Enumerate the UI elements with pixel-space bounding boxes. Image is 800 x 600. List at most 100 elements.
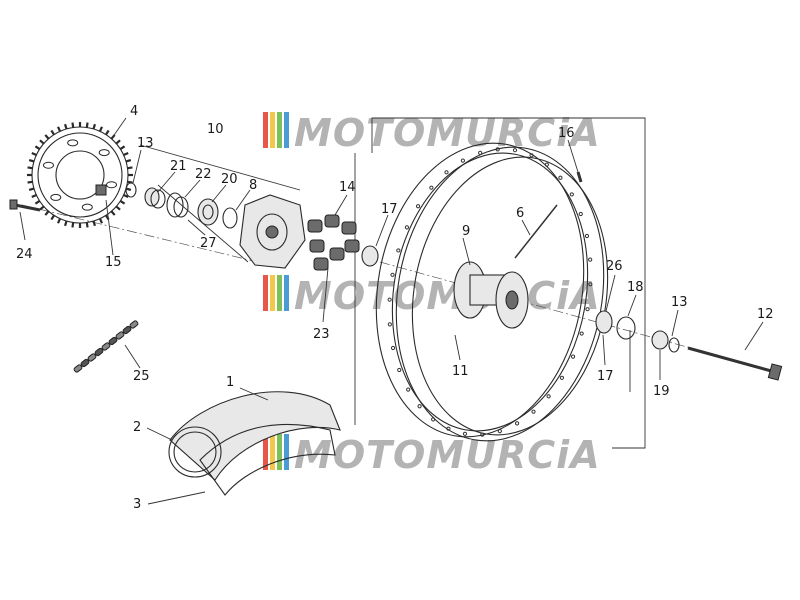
sprocket-tooth: [123, 151, 129, 157]
sprocket-tooth: [85, 122, 89, 128]
seal-icon: [616, 316, 636, 340]
leader-25: [124, 344, 141, 369]
callout-10: 10: [207, 122, 224, 137]
spoke-hole: [570, 354, 576, 359]
sprocket-tooth: [125, 187, 132, 191]
leader-24: [19, 211, 26, 241]
leader-13a: [132, 149, 142, 184]
leader-8: [235, 189, 251, 211]
sprocket-tooth: [119, 200, 126, 205]
watermark-stripe: [284, 275, 289, 311]
sprocket-tooth: [31, 193, 37, 199]
sprocket-tooth: [119, 145, 126, 150]
chain-link: [108, 336, 118, 346]
leader-12: [744, 321, 764, 351]
leader-17b: [602, 334, 606, 366]
spoke-hole: [429, 185, 434, 190]
leader-27: [187, 219, 206, 236]
spoke-hole: [397, 367, 402, 373]
spoke-hole: [404, 225, 410, 230]
rubber-5: [329, 247, 345, 261]
spoke-hole: [559, 375, 565, 380]
callout-26: 26: [606, 259, 623, 274]
spoke-hole: [390, 345, 396, 351]
callout-21: 21: [170, 159, 187, 174]
spoke-hole: [446, 426, 451, 431]
spoke-hole: [415, 204, 421, 209]
callout-4: 4: [130, 104, 138, 119]
sprocket-tooth: [105, 129, 110, 136]
watermark-stripe: [277, 275, 282, 311]
sprocket-tooth: [115, 139, 121, 145]
spoke-hole: [406, 387, 411, 392]
callout-13: 13: [137, 136, 154, 151]
sprocket-tooth: [44, 134, 50, 140]
sprocket-tooth: [28, 187, 35, 191]
axle-head: [767, 363, 783, 381]
washer-icon: [668, 337, 680, 353]
sprocket-slot: [81, 203, 93, 211]
sprocket-tooth: [27, 180, 33, 184]
sprocket-carrier-icon: [239, 194, 306, 269]
sprocket-outer: [31, 126, 129, 224]
spoke-hole: [531, 409, 536, 414]
chain-link: [122, 325, 132, 335]
spoke-hole: [579, 331, 584, 336]
chain-link: [129, 320, 139, 329]
hub-bore: [505, 290, 519, 310]
watermark-stripe: [263, 275, 268, 311]
callout-8: 8: [249, 178, 257, 193]
callout-labels: 4 13 10 21 22 20 8 27 15 24 14 23 17 9 6…: [16, 104, 774, 512]
tire-outer: [169, 391, 341, 481]
centerline-left: [21, 204, 271, 266]
sprocket-tooth: [39, 139, 45, 145]
rubber-7: [344, 239, 360, 253]
chain-link: [73, 364, 83, 373]
sprocket-tooth: [50, 129, 55, 136]
rim-strip: [199, 423, 336, 496]
sprocket-tooth: [28, 159, 35, 163]
spoke-hole: [558, 175, 563, 180]
chain-link: [94, 347, 104, 357]
sprocket-nut: [95, 184, 107, 196]
spoke-hole: [431, 417, 436, 422]
rubber-3: [341, 221, 357, 235]
sprocket-hub-ring: [55, 150, 105, 200]
leader-4: [111, 117, 127, 139]
callout-27: 27: [200, 236, 217, 251]
spoke-hole: [512, 148, 518, 153]
sprocket-slot: [50, 193, 62, 201]
spoke-hole: [460, 158, 466, 163]
rubber-1: [307, 219, 323, 233]
sprocket-tooth: [123, 193, 129, 199]
sprocket-tooth: [85, 222, 89, 228]
callout-12: 12: [757, 307, 774, 322]
bearing-outer: [197, 198, 219, 226]
watermark-text: MOTOMURCiA: [294, 274, 601, 318]
sprocket-tooth: [92, 123, 96, 130]
callout-18: 18: [627, 280, 644, 295]
bolt-head: [9, 199, 18, 210]
callout-9: 9: [462, 224, 470, 239]
spoke-hole: [495, 147, 500, 152]
sprocket-tooth: [115, 205, 121, 211]
bolt-shaft: [14, 203, 41, 212]
spoke-hole: [546, 394, 551, 399]
spoke-hole: [578, 211, 583, 217]
sprocket-tooth: [127, 166, 133, 170]
sprocket-tooth: [71, 222, 75, 228]
leader-9: [462, 237, 471, 266]
sprocket-tooth: [50, 214, 55, 221]
rim-spoke-holes: [387, 147, 593, 437]
leader-1: [239, 387, 269, 401]
spacer-body: [144, 187, 160, 207]
hub-icon: [453, 261, 529, 329]
tire-icon: [168, 391, 341, 496]
watermark-stripe: [270, 434, 275, 470]
spoke-hole: [529, 153, 534, 158]
callout-23: 23: [313, 327, 330, 342]
hub-group-bracket-top: [139, 144, 301, 191]
leader-3: [147, 491, 206, 505]
callout-15: 15: [105, 255, 122, 270]
leader-18: [627, 294, 637, 317]
